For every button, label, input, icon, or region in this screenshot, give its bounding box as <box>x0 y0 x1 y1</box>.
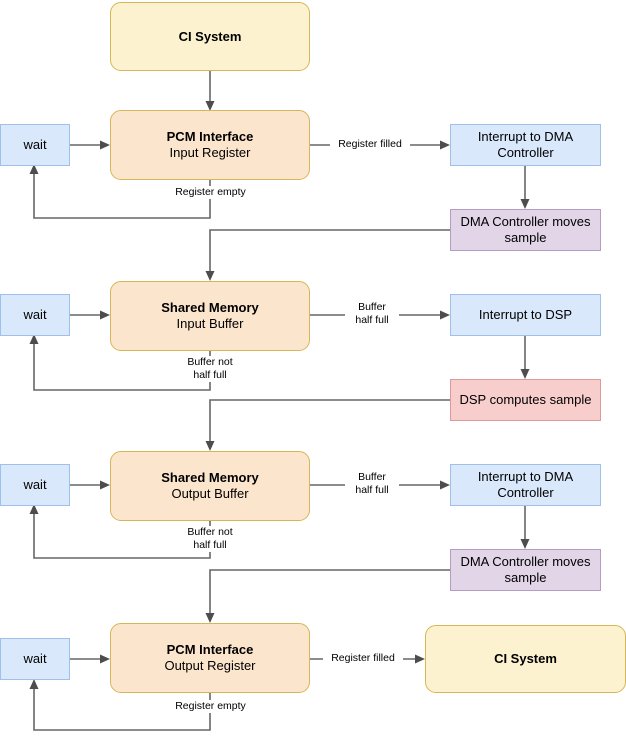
arrowhead-pcm-input-to-interrupt-dma1 <box>440 140 450 150</box>
node-wait-2[interactable]: wait <box>0 294 70 336</box>
arrowhead-dma-moves2-to-pcm-output <box>205 613 215 623</box>
node-subtitle: Output Register <box>164 658 256 673</box>
node-wait-1[interactable]: wait <box>0 124 70 166</box>
arrowhead-interrupt-dma1-to-dma-moves1 <box>520 199 530 209</box>
node-ci-system-bottom[interactable]: CI System <box>425 625 626 693</box>
edge-label-buffer-half-full-1: Buffer half full <box>345 301 399 328</box>
node-interrupt-to-dma-controller-1[interactable]: Interrupt to DMA Controller <box>450 124 601 166</box>
node-subtitle: Input Register <box>169 145 251 160</box>
node-dsp-computes-sample[interactable]: DSP computes sample <box>450 379 601 421</box>
node-label: Interrupt to DSP <box>478 307 573 323</box>
arrowhead-pcm-output-to-ci-bottom <box>415 654 425 664</box>
arrowhead-dsp-computes-to-shared-output <box>205 441 215 451</box>
edge-label-register-empty-1: Register empty <box>163 186 258 200</box>
arrowhead-wait1-to-pcm-input <box>100 140 110 150</box>
node-label: DMA Controller moves sample <box>460 554 591 585</box>
node-label: Interrupt to DMA Controller <box>477 469 574 500</box>
node-title: PCM Interface <box>166 642 254 658</box>
edge-dma-moves1-to-shared-input <box>209 229 450 274</box>
arrowhead-interrupt-dma2-to-dma-moves2 <box>520 539 530 549</box>
node-wait-4[interactable]: wait <box>0 638 70 680</box>
arrowhead-wait2-to-shared-input <box>100 310 110 320</box>
node-label: CI System <box>494 651 557 667</box>
node-wait-3[interactable]: wait <box>0 464 70 506</box>
arrowhead-wait4-to-pcm-output <box>100 654 110 664</box>
node-ci-system-top[interactable]: CI System <box>110 2 310 71</box>
node-label: wait <box>23 307 47 323</box>
arrowhead-wait3-to-shared-output <box>100 480 110 490</box>
node-shared-memory-input-buffer[interactable]: Shared Memory Input Buffer <box>110 281 310 351</box>
edge-label-buffer-not-half-full-2: Buffer not half full <box>172 526 248 553</box>
arrowhead-register-empty-2 <box>29 679 39 689</box>
node-subtitle: Output Buffer <box>171 486 249 501</box>
node-label: CI System <box>178 28 242 44</box>
arrowhead-shared-input-to-interrupt-dsp <box>440 310 450 320</box>
edge-label-register-empty-2: Register empty <box>163 700 258 714</box>
node-title: Shared Memory <box>161 300 259 316</box>
arrowhead-interrupt-dsp-to-dsp-computes <box>520 369 530 379</box>
node-label: wait <box>23 477 47 493</box>
edge-label-buffer-not-half-full-1: Buffer not half full <box>172 356 248 383</box>
edge-dsp-computes-to-shared-output <box>209 399 450 444</box>
node-title: PCM Interface <box>166 129 254 145</box>
node-label: DMA Controller moves sample <box>460 214 591 245</box>
edge-dma-moves2-to-pcm-output <box>209 569 450 616</box>
node-label: DSP computes sample <box>459 392 592 408</box>
edge-label-register-filled-1: Register filled <box>330 138 410 152</box>
node-label: wait <box>23 651 47 667</box>
arrowhead-dma-moves1-to-shared-input <box>205 271 215 281</box>
node-label: wait <box>23 137 47 153</box>
node-interrupt-to-dma-controller-2[interactable]: Interrupt to DMA Controller <box>450 464 601 506</box>
arrowhead-shared-output-to-interrupt-dma2 <box>440 480 450 490</box>
node-shared-memory-output-buffer[interactable]: Shared Memory Output Buffer <box>110 451 310 521</box>
edge-label-buffer-half-full-2: Buffer half full <box>345 471 399 498</box>
node-dma-controller-moves-sample-1[interactable]: DMA Controller moves sample <box>450 209 601 251</box>
node-subtitle: Input Buffer <box>176 316 244 331</box>
node-dma-controller-moves-sample-2[interactable]: DMA Controller moves sample <box>450 549 601 591</box>
node-label: Interrupt to DMA Controller <box>477 129 574 160</box>
edge-label-register-filled-2: Register filled <box>323 652 403 666</box>
node-title: Shared Memory <box>161 470 259 486</box>
node-pcm-interface-input-register[interactable]: PCM Interface Input Register <box>110 110 310 180</box>
node-pcm-interface-output-register[interactable]: PCM Interface Output Register <box>110 623 310 693</box>
node-interrupt-to-dsp[interactable]: Interrupt to DSP <box>450 294 601 336</box>
